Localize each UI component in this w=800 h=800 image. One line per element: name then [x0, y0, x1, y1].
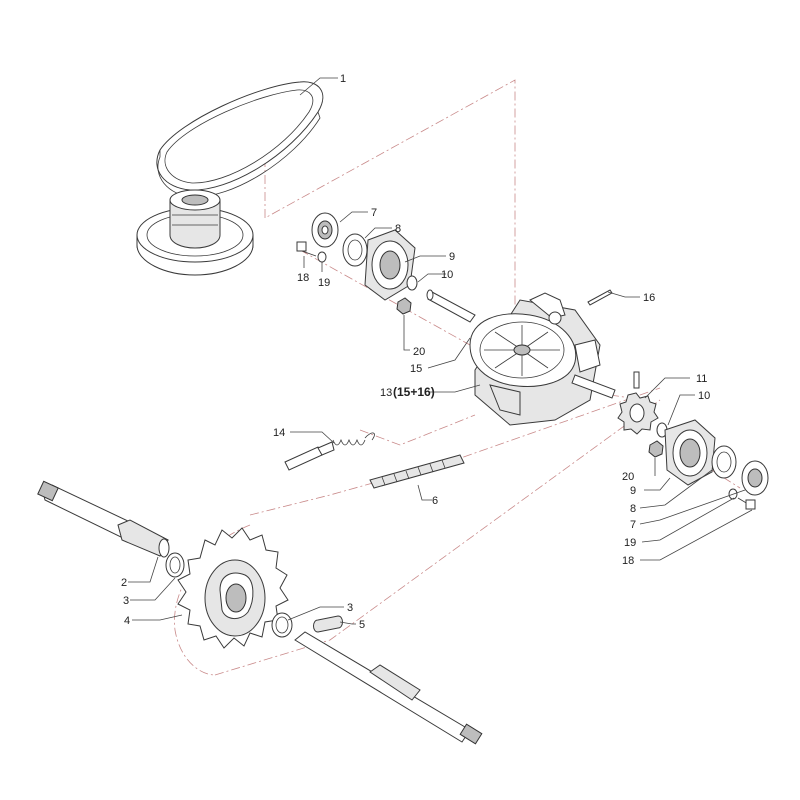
callout-2: 2	[121, 577, 127, 589]
callout-4: 4	[124, 615, 130, 627]
callout-3-right: 3	[347, 602, 353, 614]
callout-9-upper: 9	[449, 251, 455, 263]
callout-20-upper: 20	[413, 346, 425, 358]
axle-right	[294, 631, 483, 745]
callout-6: 6	[432, 495, 438, 507]
callout-13-composition: (15+16)	[393, 385, 435, 399]
callout-8-upper: 8	[395, 223, 401, 235]
callout-18-upper: 18	[297, 272, 309, 284]
small-sprocket	[617, 371, 659, 435]
callout-15: 15	[410, 363, 422, 375]
callout-7-lower: 7	[630, 519, 636, 531]
lower-bearing-assembly	[648, 419, 769, 510]
callout-13: 13	[380, 387, 392, 399]
spring-and-cable	[284, 432, 375, 471]
callout-10-lower: 10	[698, 390, 710, 402]
v-belt	[156, 81, 324, 198]
large-sprocket	[177, 527, 289, 649]
upper-bearing-assembly	[296, 212, 418, 315]
callout-8-lower: 8	[630, 503, 636, 515]
callout-labels: 1 7 8 9 10 18 19 16 20 15 13 (15+16) 11 …	[121, 73, 710, 631]
drive-pulley	[136, 189, 254, 276]
callout-9-lower: 9	[630, 485, 636, 497]
callout-20-lower: 20	[622, 471, 634, 483]
drive-chain	[369, 454, 465, 489]
shaft-key	[313, 615, 343, 633]
leader-lines	[128, 77, 753, 625]
callout-3-left: 3	[123, 595, 129, 607]
callout-19-lower: 19	[624, 537, 636, 549]
callout-14: 14	[273, 427, 285, 439]
callout-19-upper: 19	[318, 277, 330, 289]
callout-5: 5	[359, 619, 365, 631]
callout-16: 16	[643, 292, 655, 304]
callout-10-upper: 10	[441, 269, 453, 281]
callout-7-upper: 7	[371, 207, 377, 219]
axle-left	[37, 480, 170, 558]
callout-1: 1	[340, 73, 346, 85]
callout-18-lower: 18	[622, 555, 634, 567]
retaining-ring-right	[271, 612, 293, 638]
callout-11: 11	[696, 373, 707, 385]
gearbox-housing	[426, 289, 616, 426]
retaining-ring-left	[165, 552, 185, 578]
